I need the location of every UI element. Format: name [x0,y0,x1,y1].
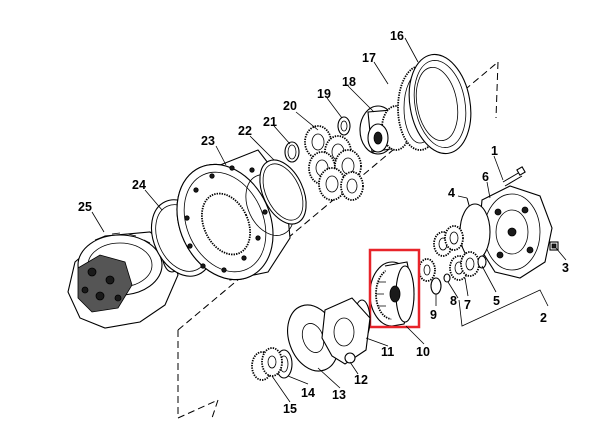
label-20: 20 [283,99,297,113]
label-15: 15 [283,402,297,416]
label-7: 7 [464,298,471,312]
label-13: 13 [332,388,346,402]
part-15-shaft-gear [251,347,283,381]
label-9: 9 [430,308,437,322]
label-4: 4 [448,186,455,200]
part-1-bolt [502,166,526,187]
label-12: 12 [354,373,368,387]
label-14: 14 [301,386,315,400]
highlight-box [368,248,421,329]
label-17: 17 [362,51,376,65]
part-3-plug [549,241,559,251]
part-10-sun-gear [369,261,415,327]
label-22: 22 [238,124,252,138]
label-3: 3 [562,261,569,275]
label-8: 8 [450,294,457,308]
part-23-hub-housing [176,149,295,281]
label-24: 24 [132,178,146,192]
part-6-o-ring [459,203,491,261]
label-19: 19 [317,87,331,101]
label-1: 1 [491,144,498,158]
callout-labels: 16 17 18 19 20 21 22 23 24 25 1 6 4 3 5 … [78,29,569,416]
part-12-plate [321,297,371,365]
label-18: 18 [342,75,356,89]
label-10: 10 [416,345,430,359]
label-25: 25 [78,200,92,214]
label-11: 11 [381,345,394,359]
label-2: 2 [540,311,547,325]
part-19-thrust-washer [337,116,351,136]
part-5-seal [477,255,487,269]
part-8-washer [443,273,451,283]
label-5: 5 [493,294,500,308]
label-21: 21 [263,115,277,129]
part-22-large-seal [259,159,307,225]
part-21-small-ring [284,141,300,163]
part-18-carrier [359,105,411,155]
label-6: 6 [482,170,489,184]
part-16-cover [408,53,472,155]
label-16: 16 [390,29,404,43]
part-20-planet-gears [304,125,364,201]
part-9-small-gear [418,258,442,295]
label-23: 23 [201,134,215,148]
leader-lines [91,37,567,403]
